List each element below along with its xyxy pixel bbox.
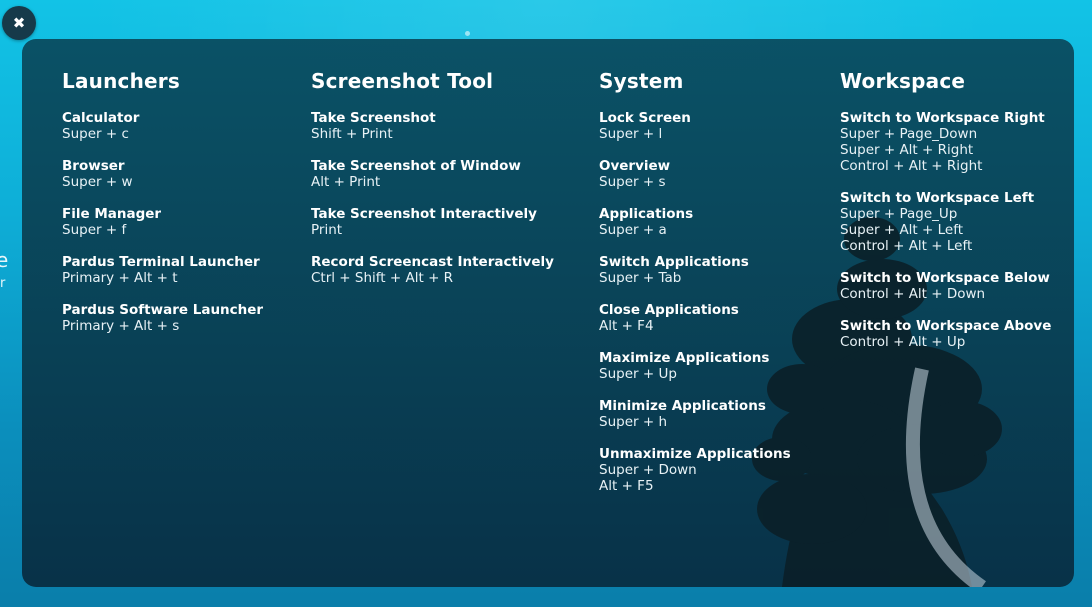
- shortcut-name: Lock Screen: [599, 110, 691, 126]
- shortcut-keys-alt: Super + Alt + Left: [840, 222, 964, 238]
- column-workspace: Workspace Switch to Workspace Right Supe…: [840, 68, 1065, 366]
- shortcut-name: Browser: [62, 158, 125, 174]
- shortcut-item: Take Screenshot Interactively Print: [311, 206, 581, 238]
- shortcut-keys: Control + Alt + Up: [840, 334, 966, 350]
- shortcut-item: Unmaximize Applications Super + Down Alt…: [599, 446, 829, 494]
- shortcut-keys: Super + f: [62, 222, 127, 238]
- shortcut-item: Take Screenshot of Window Alt + Print: [311, 158, 581, 190]
- shortcut-name: Unmaximize Applications: [599, 446, 791, 462]
- shortcut-keys: Alt + F4: [599, 318, 654, 334]
- shortcut-keys: Super + h: [599, 414, 668, 430]
- shortcut-item: Switch to Workspace Below Control + Alt …: [840, 270, 1065, 302]
- shortcut-keys: Primary + Alt + s: [62, 318, 180, 334]
- shortcut-name: Maximize Applications: [599, 350, 770, 366]
- shortcut-item: Calculator Super + c: [62, 110, 292, 142]
- desktop-edge-text: e: [0, 248, 9, 272]
- shortcut-keys: Print: [311, 222, 343, 238]
- shortcut-item: File Manager Super + f: [62, 206, 292, 238]
- column-title: Workspace: [840, 69, 966, 93]
- shortcut-name: Take Screenshot of Window: [311, 158, 521, 174]
- shortcut-item: Maximize Applications Super + Up: [599, 350, 829, 382]
- shortcut-item: Browser Super + w: [62, 158, 292, 190]
- shortcut-keys: Shift + Print: [311, 126, 393, 142]
- column-screenshot-tool: Screenshot Tool Take Screenshot Shift + …: [311, 68, 581, 302]
- shortcut-item: Switch to Workspace Above Control + Alt …: [840, 318, 1065, 350]
- shortcut-name: Switch to Workspace Above: [840, 318, 1052, 334]
- shortcut-keys: Ctrl + Shift + Alt + R: [311, 270, 454, 286]
- shortcut-item: Switch Applications Super + Tab: [599, 254, 829, 286]
- shortcut-keys: Super + Down: [599, 462, 697, 478]
- shortcut-item: Close Applications Alt + F4: [599, 302, 829, 334]
- column-title: Screenshot Tool: [311, 69, 494, 93]
- column-system: System Lock Screen Super + l Overview Su…: [599, 68, 829, 510]
- shortcut-item: Overview Super + s: [599, 158, 829, 190]
- shortcut-item: Minimize Applications Super + h: [599, 398, 829, 430]
- shortcut-name: Close Applications: [599, 302, 739, 318]
- column-title: System: [599, 69, 684, 93]
- shortcut-name: Switch to Workspace Left: [840, 190, 1035, 206]
- close-icon: ✖: [12, 14, 26, 32]
- shortcut-keys: Control + Alt + Down: [840, 286, 986, 302]
- shortcut-item: Record Screencast Interactively Ctrl + S…: [311, 254, 581, 286]
- shortcut-item: Switch to Workspace Right Super + Page_D…: [840, 110, 1065, 174]
- shortcut-name: Calculator: [62, 110, 140, 126]
- shortcut-keys: Super + s: [599, 174, 666, 190]
- desktop-edge-text-small: r: [0, 276, 6, 291]
- shortcut-keys: Super + c: [62, 126, 129, 142]
- shortcut-keys-alt: Control + Alt + Right: [840, 158, 983, 174]
- shortcut-item: Take Screenshot Shift + Print: [311, 110, 581, 142]
- shortcut-item: Pardus Terminal Launcher Primary + Alt +…: [62, 254, 292, 286]
- shortcut-keys-alt: Super + Alt + Right: [840, 142, 974, 158]
- shortcut-keys: Super + w: [62, 174, 133, 190]
- shortcuts-panel: Launchers Calculator Super + c Browser S…: [22, 39, 1074, 587]
- shortcut-keys: Super + Page_Up: [840, 206, 958, 222]
- shortcut-keys: Primary + Alt + t: [62, 270, 178, 286]
- shortcut-name: Switch to Workspace Right: [840, 110, 1045, 126]
- shortcut-keys: Super + Up: [599, 366, 677, 382]
- column-title: Launchers: [62, 69, 180, 93]
- shortcut-item: Applications Super + a: [599, 206, 829, 238]
- shortcut-keys: Super + Page_Down: [840, 126, 978, 142]
- shortcut-name: Record Screencast Interactively: [311, 254, 554, 270]
- shortcut-name: Overview: [599, 158, 671, 174]
- shortcut-name: Switch Applications: [599, 254, 749, 270]
- shortcut-keys: Super + l: [599, 126, 663, 142]
- shortcut-name: Applications: [599, 206, 694, 222]
- column-launchers: Launchers Calculator Super + c Browser S…: [62, 68, 292, 350]
- shortcut-keys: Super + a: [599, 222, 667, 238]
- shortcut-keys-alt: Control + Alt + Left: [840, 238, 973, 254]
- shortcut-item: Pardus Software Launcher Primary + Alt +…: [62, 302, 292, 334]
- background-sparkle: [465, 31, 470, 36]
- close-button[interactable]: ✖: [2, 6, 36, 40]
- shortcut-name: Minimize Applications: [599, 398, 766, 414]
- shortcut-name: Take Screenshot: [311, 110, 436, 126]
- shortcut-item: Lock Screen Super + l: [599, 110, 829, 142]
- shortcut-item: Switch to Workspace Left Super + Page_Up…: [840, 190, 1065, 254]
- shortcut-name: Take Screenshot Interactively: [311, 206, 537, 222]
- shortcut-name: File Manager: [62, 206, 162, 222]
- shortcut-keys-alt: Alt + F5: [599, 478, 654, 494]
- shortcut-name: Pardus Software Launcher: [62, 302, 264, 318]
- shortcut-name: Switch to Workspace Below: [840, 270, 1050, 286]
- shortcut-name: Pardus Terminal Launcher: [62, 254, 260, 270]
- shortcut-keys: Super + Tab: [599, 270, 682, 286]
- shortcut-keys: Alt + Print: [311, 174, 381, 190]
